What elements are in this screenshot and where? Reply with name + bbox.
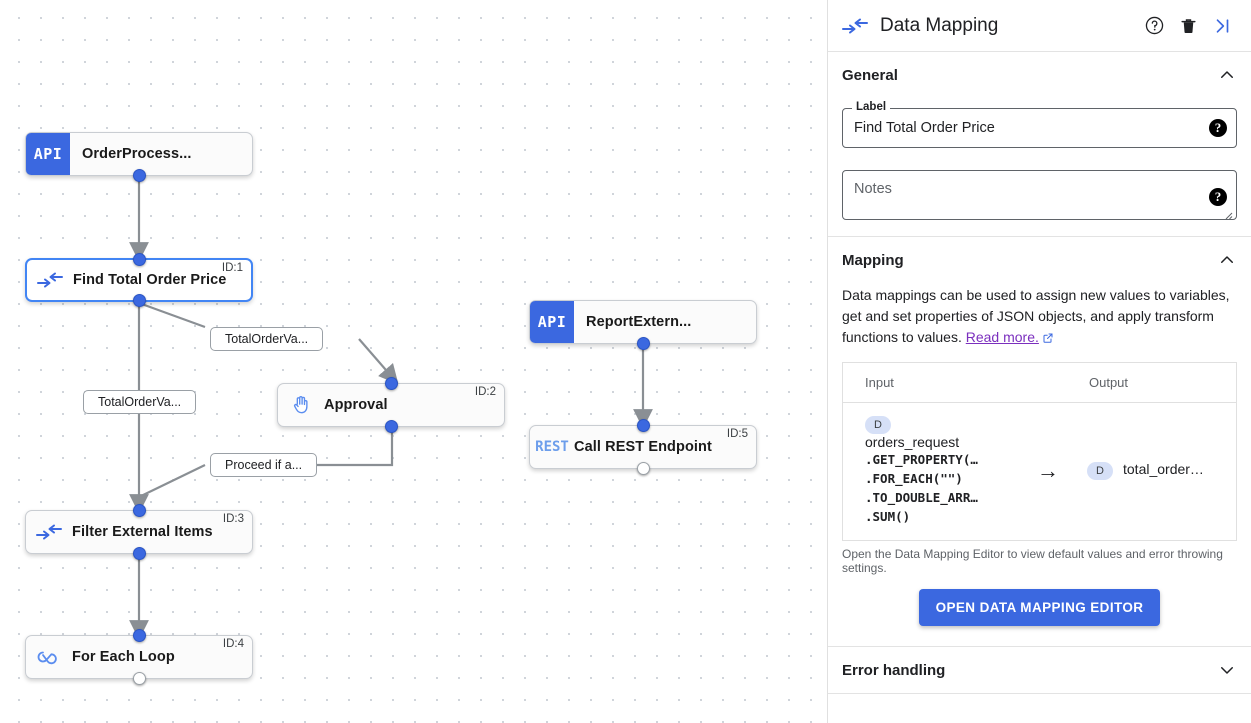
mapping-input-cell[interactable]: D orders_request .GET_PROPERTY(… .FOR_EA… — [843, 403, 1010, 541]
node-id: ID:2 — [474, 386, 496, 398]
node-reportextern[interactable]: API ReportExtern... — [529, 300, 757, 350]
node-approval[interactable]: Approval ID:2 — [277, 377, 505, 433]
mapping-table: Input Output D orders_request .GET_PROPE… — [842, 362, 1237, 541]
node-port-bottom[interactable] — [132, 294, 146, 307]
label-field[interactable]: Label Find Total Order Price ? — [842, 101, 1237, 148]
node-label: Approval — [324, 397, 388, 413]
node-orderprocess[interactable]: API OrderProcess... — [25, 132, 253, 182]
section-general: General Label Find Total Order Price ? N… — [828, 52, 1251, 237]
node-port-bottom[interactable] — [132, 547, 146, 560]
edge-label[interactable]: TotalOrderVa... — [210, 327, 324, 351]
data-mapping-icon — [26, 524, 72, 540]
node-label: Filter External Items — [72, 524, 213, 540]
open-data-mapping-editor-button[interactable]: OPEN DATA MAPPING EDITOR — [918, 589, 1161, 626]
notes-placeholder: Notes — [854, 181, 892, 197]
section-title: Error handling — [842, 661, 946, 679]
node-id: ID:5 — [726, 428, 748, 440]
mapping-description-block: Data mappings can be used to assign new … — [842, 285, 1237, 350]
trash-icon[interactable] — [1173, 11, 1203, 41]
mapping-table-row[interactable]: D orders_request .GET_PROPERTY(… .FOR_EA… — [843, 403, 1237, 541]
node-port-top[interactable] — [132, 629, 146, 642]
node-label: For Each Loop — [72, 649, 175, 665]
mapping-table-header-row: Input Output — [842, 362, 1237, 403]
edge-connections — [129, 177, 653, 640]
output-variable: total_order… — [1123, 461, 1204, 477]
section-title: General — [842, 66, 898, 84]
input-expression-line: .TO_DOUBLE_ARR… — [865, 490, 978, 505]
node-call-rest-endpoint[interactable]: REST Call REST Endpoint ID:5 — [529, 419, 757, 475]
resize-handle-icon[interactable] — [1223, 207, 1233, 220]
node-port-bottom[interactable] — [636, 337, 650, 350]
node-for-each-loop[interactable]: For Each Loop ID:4 — [25, 629, 253, 685]
mapping-description: Data mappings can be used to assign new … — [842, 287, 1230, 345]
node-label: OrderProcess... — [82, 146, 192, 162]
panel-header: Data Mapping — [828, 0, 1251, 52]
output-type-badge: D — [1087, 462, 1113, 480]
node-filter-external-items[interactable]: Filter External Items ID:3 — [25, 504, 253, 560]
external-link-icon[interactable] — [1042, 329, 1054, 350]
hand-icon — [278, 394, 324, 416]
column-header-output: Output — [1065, 362, 1237, 403]
section-error-handling-header[interactable]: Error handling — [842, 647, 1237, 693]
mapping-hint: Open the Data Mapping Editor to view def… — [842, 547, 1223, 575]
chevron-up-icon[interactable] — [1217, 250, 1237, 270]
mapping-arrow-icon: → — [1037, 457, 1059, 483]
node-label: Call REST Endpoint — [574, 439, 712, 455]
section-error-handling: Error handling — [828, 647, 1251, 694]
node-port-top[interactable] — [132, 504, 146, 517]
section-mapping: Mapping Data mappings can be used to ass… — [828, 237, 1251, 647]
input-variable: orders_request — [865, 434, 960, 450]
input-expression-line: .FOR_EACH("") — [865, 471, 963, 486]
input-type-badge: D — [865, 416, 891, 434]
section-mapping-header[interactable]: Mapping — [842, 237, 1237, 283]
input-expression-line: .GET_PROPERTY(… — [865, 452, 978, 467]
node-id: ID:1 — [221, 262, 243, 274]
collapse-panel-icon[interactable] — [1207, 11, 1237, 41]
label-field-value: Find Total Order Price — [854, 120, 995, 136]
infinity-icon — [26, 649, 72, 665]
node-label: Find Total Order Price — [73, 272, 227, 288]
edge-label[interactable]: TotalOrderVa... — [83, 390, 197, 414]
edge-label[interactable]: Proceed if a... — [210, 453, 318, 477]
notes-field[interactable]: Notes ? — [842, 170, 1237, 220]
node-id: ID:3 — [222, 513, 244, 525]
node-port-bottom[interactable] — [384, 420, 398, 433]
api-badge: API — [530, 301, 574, 343]
workflow-canvas[interactable]: API OrderProcess... Find Total Order Pri… — [0, 0, 828, 723]
node-port-top[interactable] — [132, 253, 146, 266]
node-port-top[interactable] — [636, 419, 650, 432]
api-badge: API — [26, 133, 70, 175]
input-expression-line: .SUM() — [865, 509, 911, 524]
data-mapping-icon — [27, 272, 73, 288]
node-port-bottom[interactable] — [132, 672, 146, 685]
help-circle-icon[interactable] — [1139, 11, 1169, 41]
chevron-down-icon[interactable] — [1217, 660, 1237, 680]
node-find-total-order-price[interactable]: Find Total Order Price ID:1 — [25, 253, 253, 307]
node-port-bottom[interactable] — [132, 169, 146, 182]
data-mapping-icon — [842, 18, 872, 34]
properties-panel: Data Mapping — [828, 0, 1251, 723]
node-port-top[interactable] — [384, 377, 398, 390]
section-title: Mapping — [842, 251, 904, 269]
label-field-legend: Label — [852, 101, 891, 113]
help-circle-icon[interactable]: ? — [1209, 119, 1227, 137]
read-more-link[interactable]: Read more. — [965, 329, 1039, 345]
panel-title: Data Mapping — [880, 14, 999, 36]
chevron-up-icon[interactable] — [1217, 65, 1237, 85]
rest-badge: REST — [535, 439, 569, 455]
node-id: ID:4 — [222, 638, 244, 650]
node-port-bottom[interactable] — [636, 462, 650, 475]
node-label: ReportExtern... — [586, 314, 692, 330]
section-general-header[interactable]: General — [842, 52, 1237, 98]
column-header-input: Input — [842, 362, 1065, 403]
help-circle-icon[interactable]: ? — [1209, 188, 1227, 206]
